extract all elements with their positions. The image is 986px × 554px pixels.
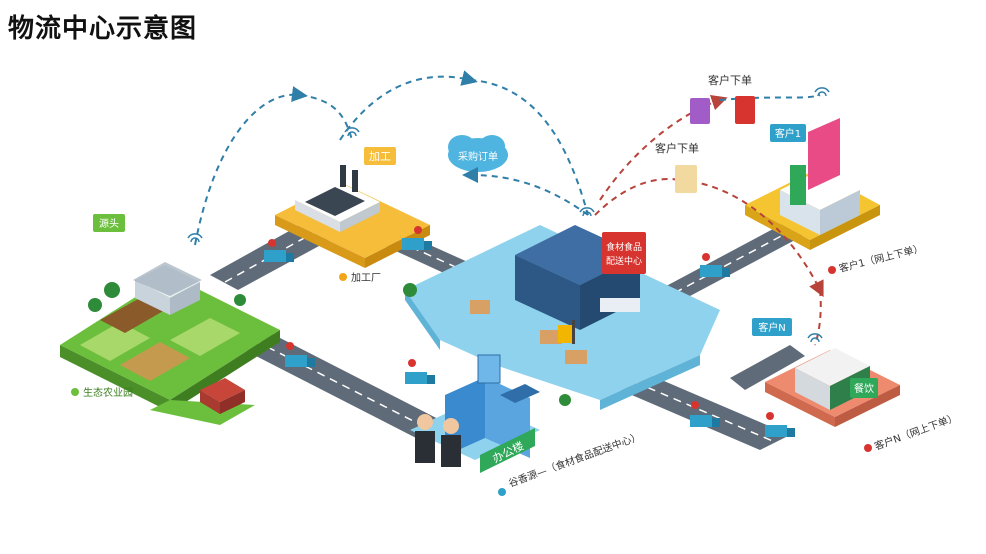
customer1-platform: 客户1 [745,118,880,250]
purchase-order-label: 采购订单 [458,150,498,163]
purchase-order-cloud: 采购订单 [448,135,508,172]
shopping-bag-icon [675,165,697,193]
wifi-icons [187,87,830,343]
wifi-icon [807,333,823,343]
factory-building [295,165,380,232]
shopping-bag-icon [690,98,710,124]
location-pin-icon [691,401,699,409]
location-pin-icon [414,226,422,234]
truck-icon [700,265,730,277]
page-title: 物流中心示意图 [8,14,198,44]
factory-platform: 加工 [275,147,430,268]
location-pin-icon [702,253,710,261]
caption-farm: 生态农业园 [71,386,133,399]
truck-icon [264,250,294,262]
truck-icon [405,372,435,384]
office-screen [477,354,501,384]
customer1-label: 客户1 [775,127,801,140]
farm-label: 生态农业园 [83,386,133,399]
shopping-bag-icon [735,96,755,124]
wifi-icon [579,207,595,217]
processing-tag: 加工 [364,147,396,165]
order-bags [675,96,755,193]
customer1-store [780,118,860,235]
farm-platform [60,262,280,425]
center-sign-line1: 食材食品 [606,241,642,253]
location-pins [268,226,774,420]
customerN-caption: 客户N（网上下单） [873,411,960,453]
farm-fields [80,298,240,381]
central-platform: 食材食品 配送中心 [403,225,720,410]
location-pin-icon [408,359,416,367]
truck-icon [402,238,432,250]
dock-door [600,298,640,312]
customer-order-label-2: 客户下单 [655,141,699,155]
wifi-icon [814,87,830,97]
truck-icon [690,415,720,427]
customer-order-label-1: 客户下单 [708,73,752,87]
location-pin-icon [286,342,294,350]
customer1-caption: 客户1（网上下单） [838,241,925,275]
cargo-boxes [470,300,587,364]
forklift [558,320,575,344]
red-barn [200,378,245,414]
location-pin-icon [766,412,774,420]
wifi-icon [187,233,203,243]
truck-icon [765,425,795,437]
wifi-icon [344,127,360,137]
caption-customerN: 客户N（网上下单） [864,411,959,453]
processing-factory-label: 加工厂 [351,272,381,284]
center-sign-line2: 配送中心 [606,255,642,267]
farm-trees [88,282,246,312]
source-tag: 源头 [93,214,125,232]
delivery-trucks [264,238,795,437]
truck-icon [285,355,315,367]
customerN-platform: 餐饮 客户N [752,318,900,427]
caption-customer1: 客户1（网上下单） [828,241,925,275]
location-pin-icon [268,239,276,247]
restaurant: 餐饮 [795,348,878,410]
processing-label: 加工 [369,150,391,163]
source-label: 源头 [99,217,119,230]
customerN-tag: 客户N [752,318,792,336]
center-sign: 食材食品 配送中心 [602,232,646,274]
businessmen [415,414,461,467]
farm-house [133,262,202,315]
customer1-tag: 客户1 [770,124,806,142]
restaurant-sign: 餐饮 [854,382,874,395]
customerN-label: 客户N [758,321,785,334]
trees-center [403,283,571,406]
caption-factory: 加工厂 [339,272,381,284]
